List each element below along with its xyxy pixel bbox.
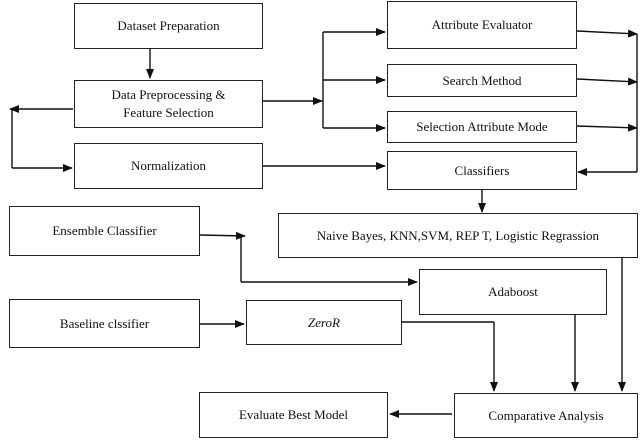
edge-selection-mode-right [576, 123, 638, 132]
edge-attribute-evaluator-right [576, 29, 638, 38]
classifier-list-node: Naive Bayes, KNN,SVM, REP T, Logistic Re… [278, 213, 638, 258]
classifiers-node: Classifiers [387, 151, 577, 190]
data-preprocessing-node: Data Preprocessing & Feature Selection [74, 80, 263, 128]
normalization-node: Normalization [74, 143, 263, 189]
dataset-preparation-node: Dataset Preparation [74, 3, 263, 49]
comparative-analysis-node: Comparative Analysis [454, 393, 638, 438]
ensemble-classifier-node: Ensemble Classifier [9, 206, 200, 256]
edge-ensemble-to-adaboost [199, 231, 246, 240]
adaboost-node: Adaboost [419, 269, 607, 315]
attribute-evaluator-node: Attribute Evaluator [387, 1, 577, 49]
selection-attribute-mode-node: Selection Attribute Mode [387, 111, 577, 143]
evaluate-best-model-node: Evaluate Best Model [199, 392, 388, 438]
baseline-classifier-node: Baseline clssifier [9, 299, 200, 348]
search-method-node: Search Method [387, 64, 577, 97]
zeror-node: ZeroR [246, 300, 402, 345]
edge-search-method-right [576, 77, 638, 86]
